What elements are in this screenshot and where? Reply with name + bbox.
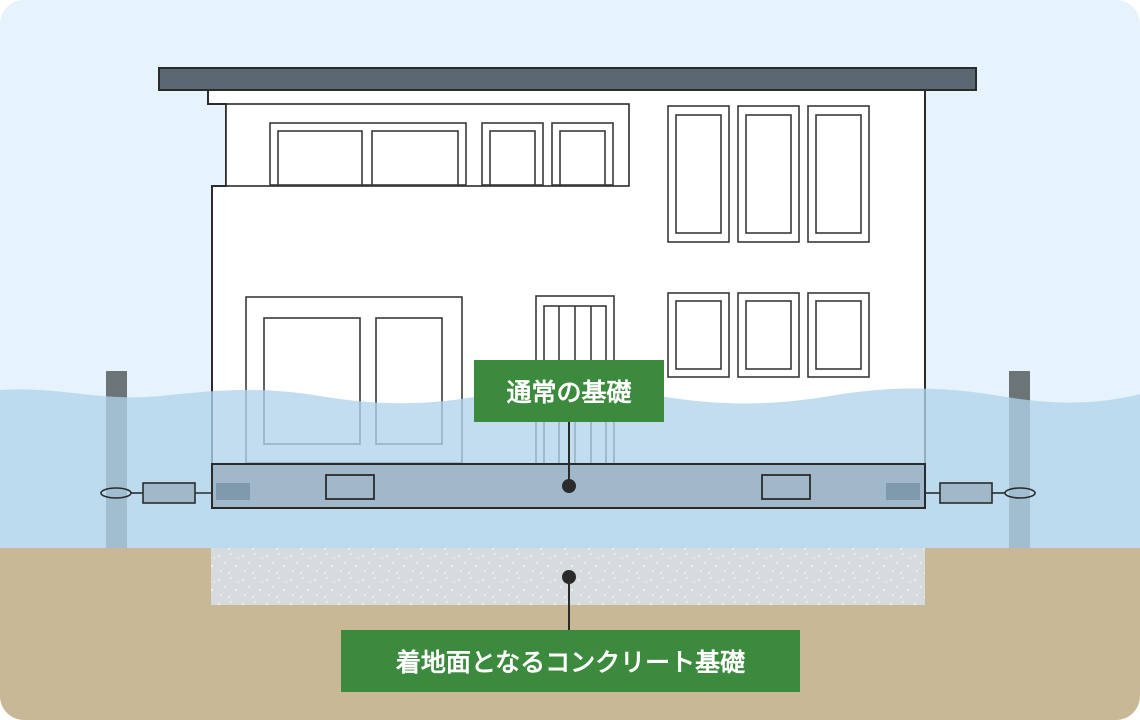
leader-concrete-foundation xyxy=(562,570,576,630)
lower-windows xyxy=(667,292,870,378)
upper-windows xyxy=(667,105,870,243)
mooring-connectors xyxy=(100,482,1036,504)
label-concrete-foundation: 着地面となるコンクリート基礎 xyxy=(341,630,800,692)
leader-normal-foundation xyxy=(562,421,576,493)
label-normal-foundation: 通常の基礎 xyxy=(474,360,664,422)
clerestory-windows xyxy=(269,122,614,186)
roof xyxy=(158,67,977,91)
